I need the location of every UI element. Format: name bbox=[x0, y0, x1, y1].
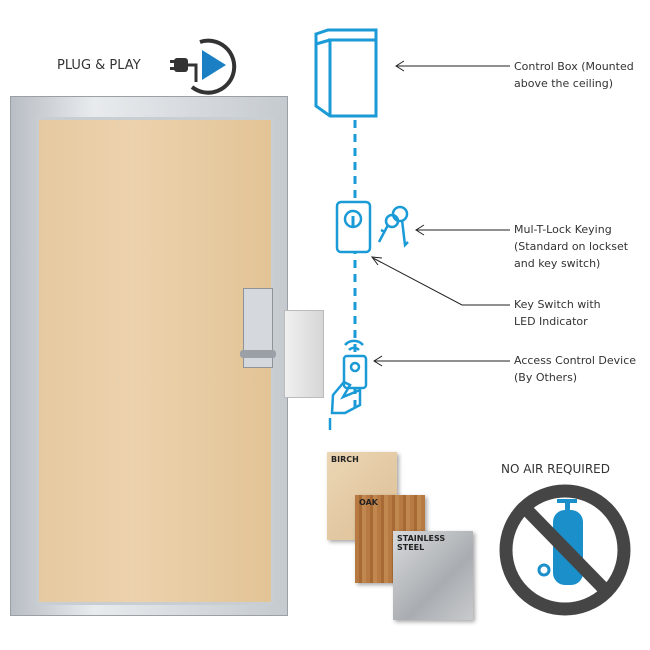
callout-text: (By Others) bbox=[514, 371, 578, 384]
no-air-tank-icon bbox=[499, 484, 631, 616]
wall-box bbox=[284, 310, 324, 398]
callout-text: Mul-T-Lock Keying bbox=[514, 223, 612, 236]
callout-text: (Standard on lockset bbox=[514, 240, 629, 253]
access-device-icon bbox=[328, 339, 368, 430]
callout-mul-t-lock: Mul-T-Lock Keying (Standard on lockset and… bbox=[514, 221, 628, 272]
callout-text: Access Control Device bbox=[514, 354, 637, 367]
door-panel bbox=[36, 117, 274, 605]
swatch-label: STAINLESS STEEL bbox=[397, 534, 446, 552]
callout-access-control: Access Control Device (By Others) bbox=[514, 352, 636, 386]
callout-text: and key switch) bbox=[514, 257, 601, 270]
callout-text: above the ceiling) bbox=[514, 77, 614, 90]
plug-and-play-label: PLUG & PLAY bbox=[57, 58, 141, 73]
callout-arrows bbox=[370, 60, 510, 367]
callout-text: Key Switch with bbox=[514, 298, 601, 311]
callout-control-box: Control Box (Mounted above the ceiling) bbox=[514, 58, 634, 92]
control-box-icon bbox=[314, 28, 378, 118]
plug-and-play-icon bbox=[170, 38, 237, 95]
no-air-label: NO AIR REQUIRED bbox=[501, 462, 610, 476]
callout-text: Control Box (Mounted bbox=[514, 60, 634, 73]
callout-text: LED Indicator bbox=[514, 315, 588, 328]
key-switch-icon bbox=[335, 200, 372, 254]
keys-icon bbox=[377, 205, 409, 248]
wiring-diagram bbox=[314, 28, 510, 430]
swatch-label: BIRCH bbox=[331, 455, 359, 464]
swatch-label: OAK bbox=[359, 498, 378, 507]
door-lever bbox=[240, 350, 276, 358]
swatch-stainless-steel: STAINLESS STEEL bbox=[393, 531, 473, 620]
